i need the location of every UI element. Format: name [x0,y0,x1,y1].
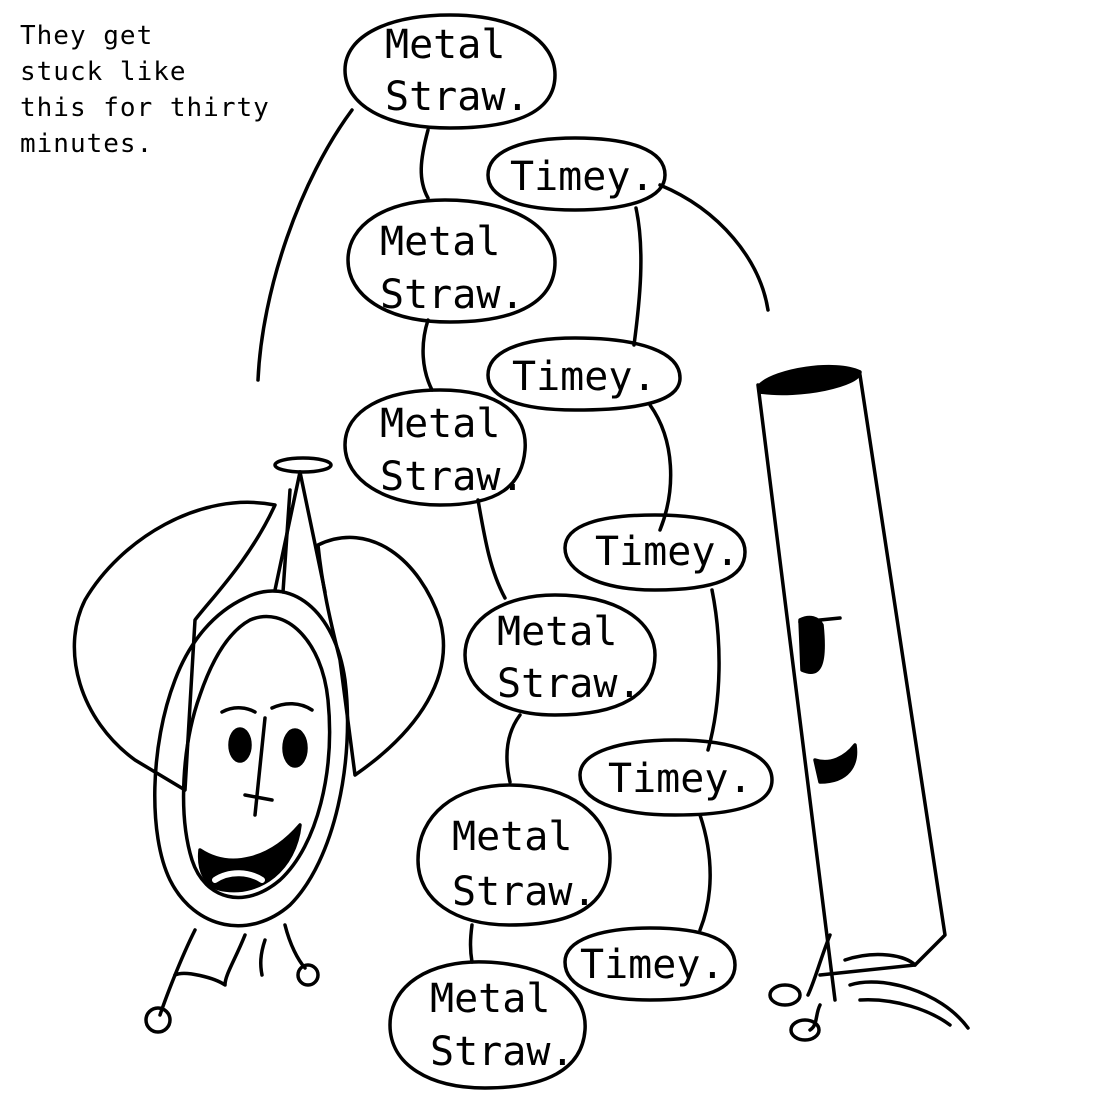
straw-bubble-1-line2: Straw. [385,74,530,120]
straw-bubble-3-line2: Straw. [380,454,525,500]
timey-bubble-1: Timey. [486,136,667,212]
straw-bubble-2: Metal Straw. [346,198,557,324]
timey-bubble-3: Timey. [563,513,747,592]
straw-bubble-6-line1: Metal [430,976,550,1022]
timey-bubble-5-text: Timey. [580,942,725,988]
caption-text: They get stuck like this for thirty minu… [20,21,270,159]
straw-bubble-4-line1: Metal [497,609,617,655]
straw-bubble-5: Metal Straw. [416,783,612,927]
metal-straw-character [756,364,970,1042]
timey-bubble-3-text: Timey. [595,529,740,575]
straw-bubble-4-line2: Straw. [497,661,642,707]
timey-bubble-5: Timey. [563,926,737,1002]
straw-bubble-1: Metal Straw. [343,13,557,130]
timey-bubble-2: Timey. [486,336,682,412]
straw-bubble-5-line2: Straw. [452,869,597,915]
timey-bubble-1-text: Timey. [510,154,655,200]
timey-bubble-2-text: Timey. [512,354,657,400]
straw-bubble-1-line1: Metal [385,22,505,68]
straw-bubble-4: Metal Straw. [463,593,657,717]
straw-bubble-5-line1: Metal [452,814,572,860]
timey-character [72,456,446,1034]
straw-bubble-3: Metal Straw. [343,388,527,507]
straw-bubble-6: Metal Straw. [388,960,587,1090]
timey-bubble-4-text: Timey. [608,756,753,802]
straw-bubble-2-line2: Straw. [380,272,525,318]
speech-connectors [256,108,770,964]
timey-bubble-4: Timey. [578,738,774,817]
straw-bubble-6-line2: Straw. [430,1029,575,1075]
straw-bubble-2-line1: Metal [380,219,500,265]
straw-bubble-3-line1: Metal [380,401,500,447]
